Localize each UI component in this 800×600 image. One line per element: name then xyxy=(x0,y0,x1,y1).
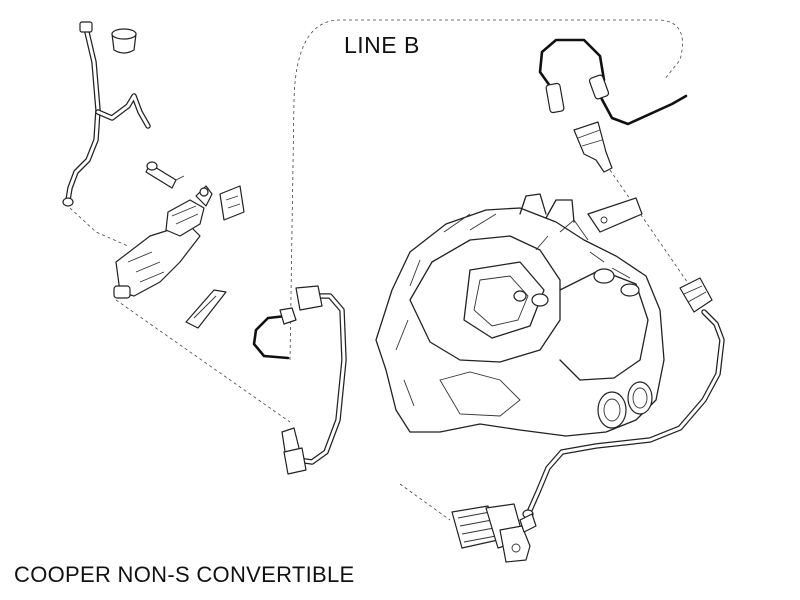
line-b-route xyxy=(289,19,683,361)
clevis-pin xyxy=(145,161,185,189)
retaining-clip xyxy=(185,289,227,329)
clutch-master-cylinder xyxy=(113,185,213,299)
line-b-hose-left xyxy=(252,307,297,360)
reservoir-feed-hose xyxy=(62,21,151,207)
leader-lines xyxy=(69,169,691,521)
diagram-caption: COOPER NON-S CONVERTIBLE xyxy=(14,562,355,587)
mounting-bracket xyxy=(219,185,245,221)
transmission-bracket xyxy=(587,197,643,233)
clutch-pipe-left xyxy=(281,285,347,475)
top-connector xyxy=(573,121,613,173)
clutch-slave-cylinder xyxy=(451,503,537,563)
line-b-hose-top xyxy=(538,38,688,126)
line-b-label: LINE B xyxy=(344,32,420,58)
transmission-housing xyxy=(375,193,665,437)
grommet-cap xyxy=(111,28,137,54)
